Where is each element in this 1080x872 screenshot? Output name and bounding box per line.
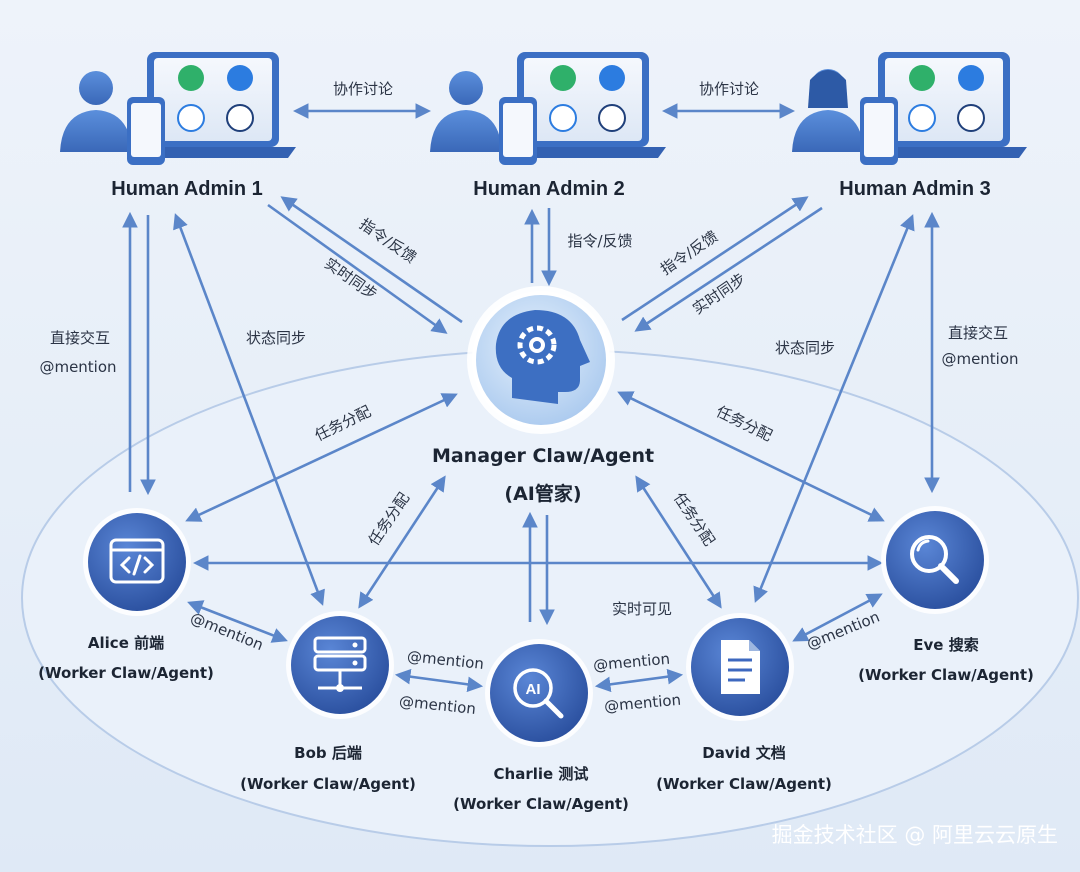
label-cmd-3: 指令/反馈 [657,227,721,278]
worker-bob-role: (Worker Claw/Agent) [240,775,416,793]
worker-bob-name: Bob 后端 [294,744,362,762]
label-status-2: 状态同步 [775,339,835,357]
admin-2-illustration [430,52,666,165]
code-window-icon [109,538,165,584]
worker-david-node [686,613,794,721]
worker-alice-name: Alice 前端 [88,634,164,652]
worker-bob-node [286,611,394,719]
svg-text:AI: AI [526,681,541,698]
server-icon [313,636,367,692]
search-icon [910,535,959,584]
admin-3-illustration [792,52,1027,165]
brain-gear-icon [495,310,590,404]
worker-david-role: (Worker Claw/Agent) [656,775,832,793]
document-icon [721,640,760,694]
label-cmd-1: 指令/反馈 [356,215,420,267]
admin-2-name: Human Admin 2 [473,178,625,200]
manager-subtitle: (AI管家) [504,482,581,505]
label-collab-2: 协作讨论 [699,80,759,98]
label-visible: 实时可见 [612,600,672,618]
worker-alice-node [83,508,191,616]
worker-charlie-name: Charlie 测试 [494,765,589,783]
worker-eve-node [881,506,989,614]
worker-eve-role: (Worker Claw/Agent) [858,666,1034,684]
worker-charlie-node: AI [485,639,593,747]
admin-1-illustration [60,52,296,165]
worker-david-name: David 文档 [702,744,785,762]
watermark: 掘金技术社区 @ 阿里云云原生 [772,823,1058,847]
worker-eve-name: Eve 搜索 [913,636,978,654]
worker-charlie-role: (Worker Claw/Agent) [453,795,629,813]
label-mention-admin3: @mention [941,350,1018,368]
label-direct-1: 直接交互 [50,329,110,347]
worker-alice-role: (Worker Claw/Agent) [38,664,214,682]
label-direct-3: 直接交互 [948,324,1008,342]
admin-3-name: Human Admin 3 [839,178,991,200]
ai-search-icon: AI [513,668,564,719]
connection-arrows [122,103,940,693]
admin-1-name: Human Admin 1 [111,178,263,200]
manager-node [467,286,615,434]
label-cmd-2: 指令/反馈 [567,232,632,250]
label-collab-1: 协作讨论 [333,80,393,98]
label-status-1: 状态同步 [246,329,306,347]
label-mention-admin1: @mention [39,358,116,376]
manager-name: Manager Claw/Agent [432,445,654,467]
